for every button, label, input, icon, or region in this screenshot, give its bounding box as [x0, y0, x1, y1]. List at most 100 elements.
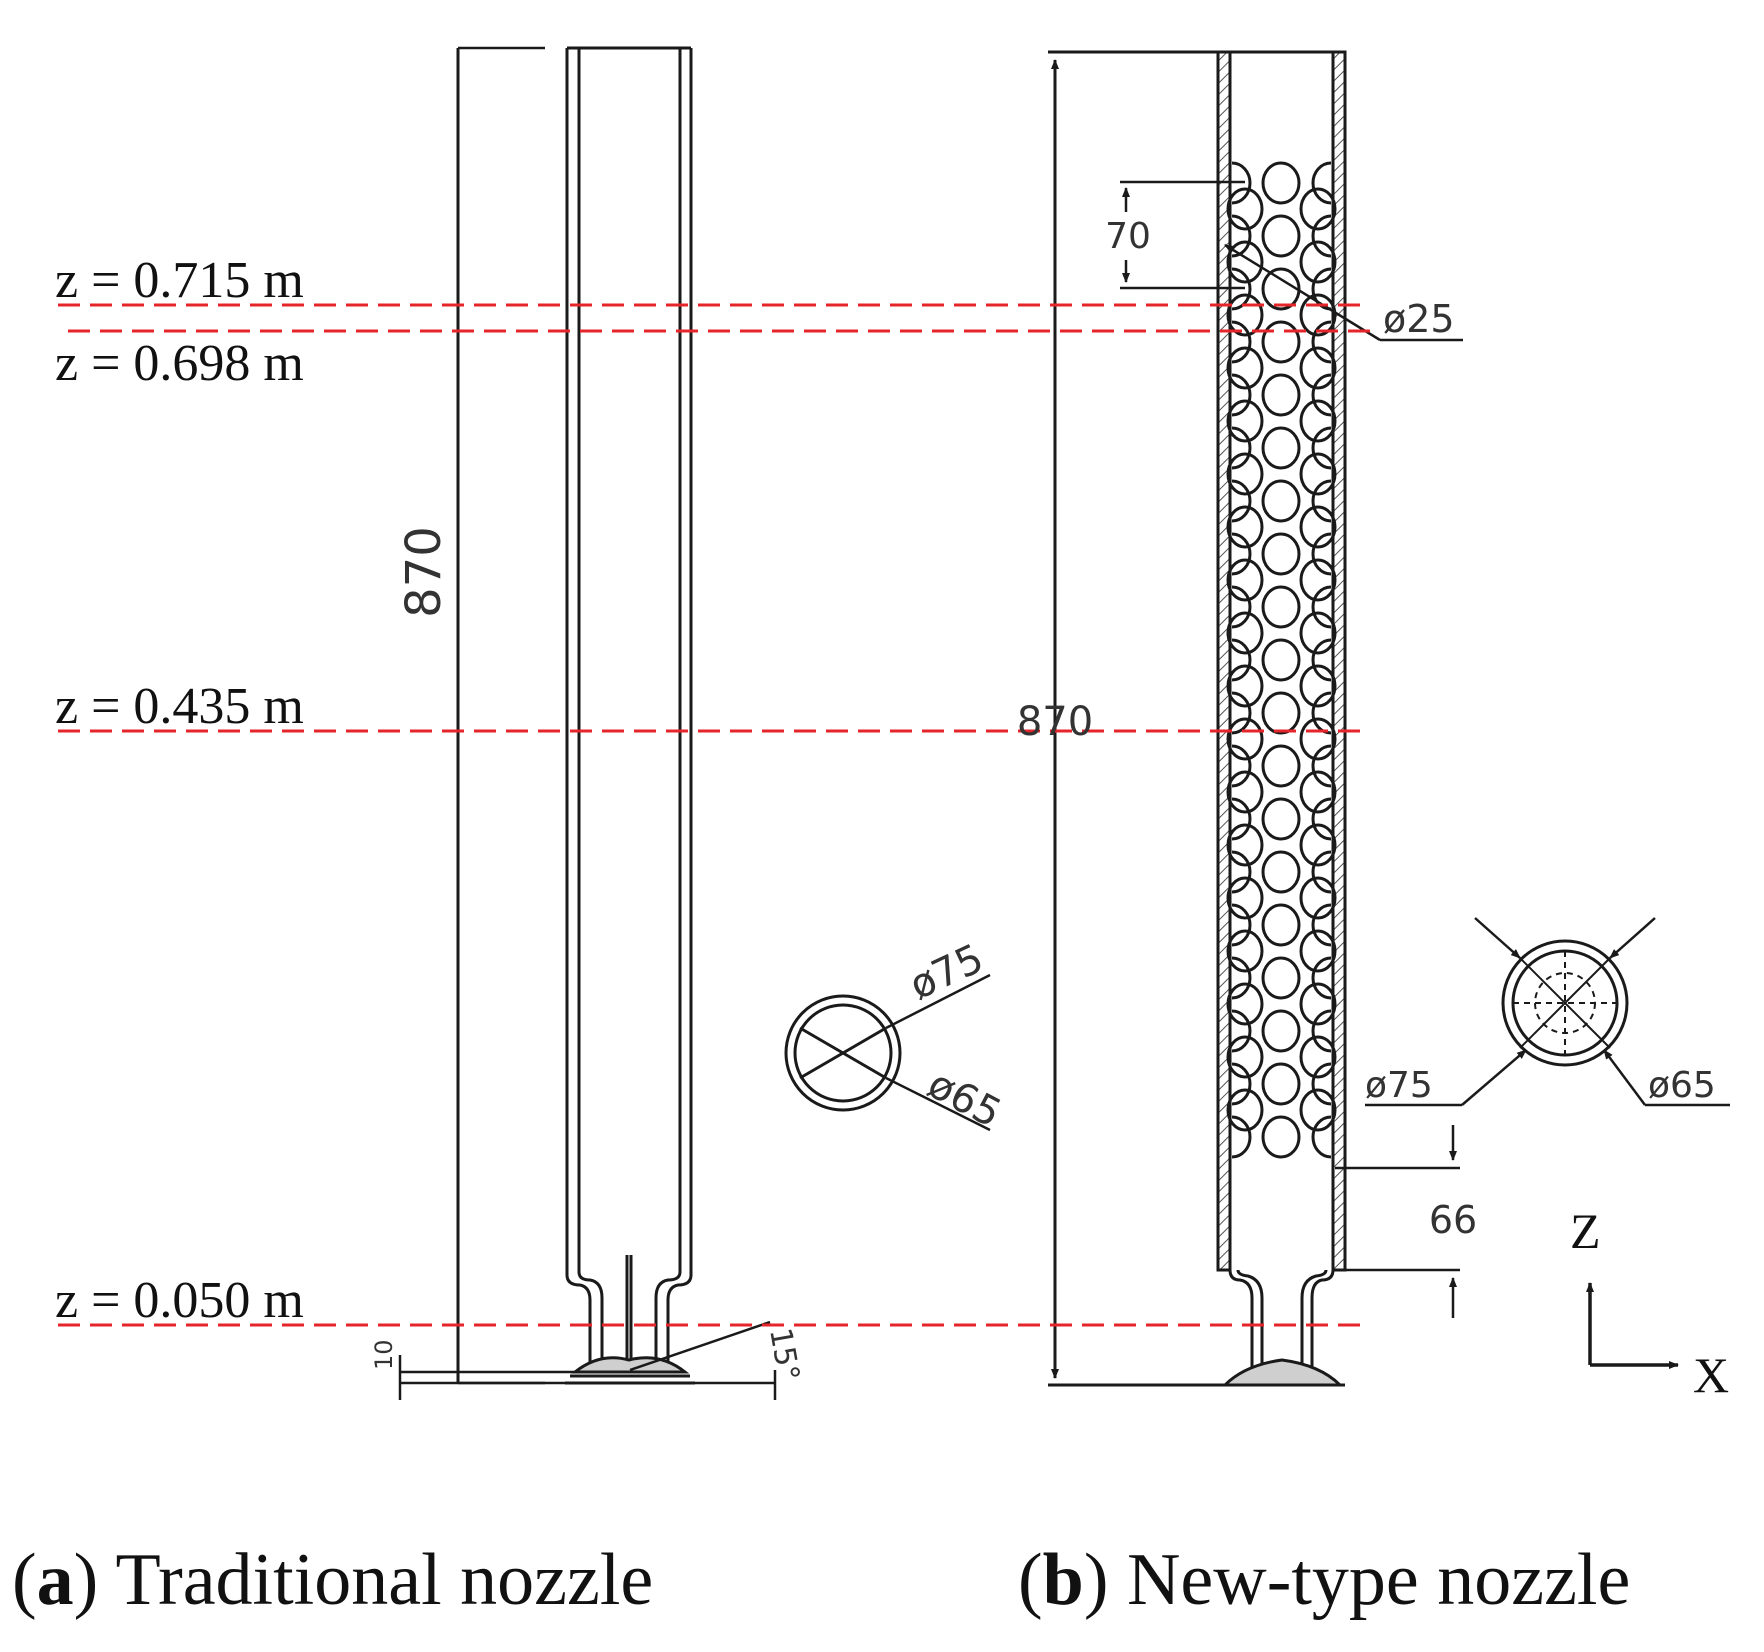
perforation-hole	[1261, 373, 1301, 417]
perforation-hole-edge	[1311, 1115, 1332, 1159]
panel-b-pitch-text: 70	[1105, 216, 1151, 257]
perforation-hole	[1299, 187, 1337, 231]
perforation-hole	[1299, 823, 1337, 867]
perforation-hole	[1261, 903, 1301, 947]
perforation-hole	[1261, 214, 1301, 258]
dimension-texts: 870 10 15° ø75 ø65 870 70 ø25 ø75 ø65 66	[370, 216, 1716, 1384]
perforation-hole-edge	[1311, 532, 1332, 576]
perforation-hole-edge	[1311, 744, 1332, 788]
section-planes	[58, 303, 1370, 1327]
perforation-hole-edge	[1311, 373, 1332, 417]
perforation-hole-edge	[1311, 797, 1332, 841]
perforation-hole	[1226, 346, 1264, 390]
perforation-hole	[1226, 187, 1264, 231]
perforation-hole	[1261, 850, 1301, 894]
perforation-hole-edge	[1231, 638, 1252, 682]
perforation-hole	[1299, 293, 1337, 337]
perforation-hole-edge	[1311, 161, 1332, 205]
panel-b-height-text: 870	[1017, 699, 1093, 745]
axis-labels: Z X	[1570, 1203, 1729, 1403]
panel-b-pitch-dimension	[1120, 180, 1245, 290]
perforation-hole	[1226, 240, 1264, 284]
perforation-hole-edge	[1311, 1009, 1332, 1053]
panel-a-caption-text: Traditional nozzle	[115, 1539, 654, 1621]
perforation-hole-edge	[1231, 1115, 1252, 1159]
perforation-hole	[1299, 452, 1337, 496]
section-label-0698: z = 0.698 m	[55, 335, 304, 392]
panel-b-tube	[1216, 50, 1347, 1387]
perforation-hole	[1261, 426, 1301, 470]
perforation-hole-edge	[1231, 532, 1252, 576]
panel-b-drawing	[1048, 50, 1730, 1387]
panel-a-base-text: 10	[370, 1339, 398, 1370]
panel-a-height-dimension	[456, 46, 545, 1385]
perforation-hole-edge	[1231, 267, 1252, 311]
panel-b-caption: (b) New-type nozzle	[1018, 1539, 1631, 1621]
perforation-hole-edge	[1231, 691, 1252, 735]
section-label-0435: z = 0.435 m	[55, 678, 304, 735]
perforation-hole	[1299, 346, 1337, 390]
panel-a-tube	[565, 46, 695, 1385]
perforation-hole	[1226, 982, 1264, 1026]
perforation-hole	[1299, 558, 1337, 602]
panel-b-inner-diameter-text: ø65	[1648, 1065, 1716, 1106]
perforation-hole	[1261, 691, 1301, 735]
panel-b-offset-text: 66	[1429, 1198, 1477, 1242]
panel-a-angle-text: 15°	[762, 1325, 806, 1383]
perforation-hole	[1261, 1062, 1301, 1106]
perforation-hole	[1261, 267, 1301, 311]
perforation-hole-edge	[1311, 638, 1332, 682]
panel-b-hole-diameter-leader	[1224, 243, 1463, 342]
axis-z-label: Z	[1570, 1203, 1601, 1259]
perforation-hole-edge	[1311, 479, 1332, 523]
perforation-hole-edge	[1311, 691, 1332, 735]
perforation-hole-edge	[1231, 479, 1252, 523]
perforation-hole	[1261, 532, 1301, 576]
panel-a-cross-section	[784, 973, 991, 1132]
panel-b-cross-section	[1365, 917, 1730, 1107]
perforation-hole	[1226, 399, 1264, 443]
perforation-hole	[1261, 161, 1301, 205]
perforation-hole	[1226, 823, 1264, 867]
section-label-0050: z = 0.050 m	[55, 1272, 304, 1329]
perforation-hole-edge	[1231, 161, 1252, 205]
perforation-hole	[1226, 293, 1264, 337]
perforation-hole-edge	[1231, 797, 1252, 841]
panel-b-caption-text: New-type nozzle	[1126, 1539, 1631, 1621]
perforation-hole-edge	[1231, 426, 1252, 470]
perforation-hole-edge	[1231, 373, 1252, 417]
perforation-hole	[1299, 611, 1337, 655]
perforation-hole-edge	[1231, 903, 1252, 947]
perforation-hole	[1261, 320, 1301, 364]
perforation-hole	[1261, 1115, 1301, 1159]
panel-b-outer-diameter-text: ø75	[1365, 1065, 1433, 1106]
perforation-hole	[1299, 399, 1337, 443]
perforation-hole	[1261, 797, 1301, 841]
panel-b-hole-diameter-text: ø25	[1383, 297, 1455, 341]
perforation-hole	[1299, 1088, 1337, 1132]
coordinate-axes	[1586, 1282, 1679, 1369]
panel-a-drawing	[398, 46, 991, 1400]
perforation-hole-edge	[1231, 1009, 1252, 1053]
panel-a-inner-diameter-text: ø65	[920, 1061, 1008, 1137]
section-labels: z = 0.715 m z = 0.698 m z = 0.435 m z = …	[55, 252, 304, 1329]
perforation-hole	[1299, 876, 1337, 920]
perforation-hole-edge	[1311, 1062, 1332, 1106]
perforation-hole	[1226, 1035, 1264, 1079]
perforation-hole	[1226, 1088, 1264, 1132]
perforation-hole	[1299, 664, 1337, 708]
perforation-hole	[1226, 664, 1264, 708]
perforation-hole-edge	[1231, 956, 1252, 1000]
perforation-hole	[1226, 505, 1264, 549]
perforation-hole	[1299, 1035, 1337, 1079]
perforation-hole-edge	[1311, 850, 1332, 894]
perforation-hole	[1226, 876, 1264, 920]
perforation-hole-edge	[1311, 585, 1332, 629]
perforation-hole	[1299, 240, 1337, 284]
perforation-hole	[1226, 611, 1264, 655]
perforation-hole-edge	[1231, 585, 1252, 629]
perforation-hole	[1226, 717, 1264, 761]
perforation-hole-edge	[1231, 320, 1252, 364]
panel-b-offset-dimension	[1335, 1125, 1460, 1318]
